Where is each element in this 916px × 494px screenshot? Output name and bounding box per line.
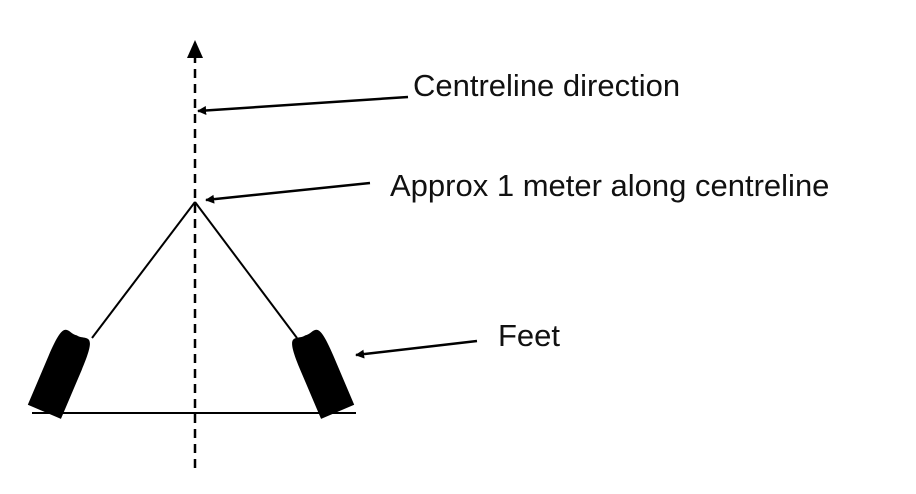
apex-distance-label: Approx 1 meter along centreline [390, 168, 829, 203]
centreline-arrowhead [187, 40, 203, 58]
left-foot-icon [27, 329, 90, 419]
right-foot-icon [292, 329, 355, 419]
right-leg-line [194, 201, 298, 339]
centreline-pointer-arrow [197, 95, 409, 115]
feet-pointer-arrow [355, 339, 478, 359]
feet-label: Feet [498, 318, 560, 353]
left-leg-line [91, 201, 196, 339]
centreline-direction-label: Centreline direction [413, 68, 680, 103]
apex-pointer-arrow [205, 181, 371, 204]
